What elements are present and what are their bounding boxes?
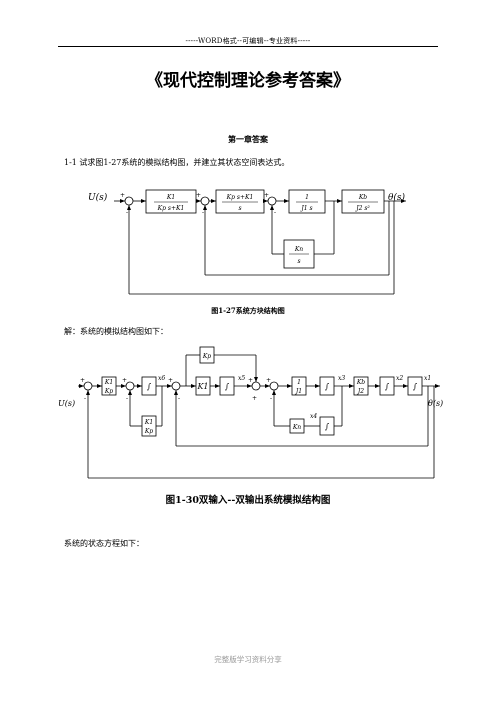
integral-5: ∫ <box>413 382 418 391</box>
block-4 <box>341 189 385 214</box>
state-x4: x4 <box>310 413 317 420</box>
state-x3: x3 <box>338 375 345 382</box>
gain-first-num: K1 <box>104 379 113 386</box>
block-1-num: K1 <box>166 194 175 201</box>
svg-text:+: + <box>80 377 85 384</box>
block-4-den: J2 s² <box>354 205 370 212</box>
sign-minus-2: - <box>202 209 204 216</box>
gain-kn-label: Kn <box>292 424 301 431</box>
svg-text:+: + <box>248 377 253 384</box>
state-x2: x2 <box>396 375 403 382</box>
header-divider <box>58 46 438 47</box>
sign-plus-2: + <box>196 192 201 199</box>
figure-2-simulation-diagram: U(s) θ(s) x6 x5 x3 x2 x1 x4 Kp K1 K1 Kp … <box>58 346 443 479</box>
document-title: 《现代控制理论参考答案》 <box>146 71 350 91</box>
sign-plus-3: + <box>264 192 269 199</box>
integral-2: ∫ <box>225 382 230 391</box>
gain-j1-num: 1 <box>297 379 301 386</box>
figure-1-block-diagram: U(s) θ(s) K1 Kp s+K1 Kp s+K1 s 1 J1 s Kb… <box>88 189 406 295</box>
sign-plus-1: + <box>120 192 125 199</box>
block-2-den: s <box>238 205 241 212</box>
fig2-input-label: U(s) <box>58 399 75 408</box>
gain-j2-den: J2 <box>356 388 364 395</box>
summing-junction-3 <box>267 196 277 206</box>
fig1-output-label: θ(s) <box>388 192 406 203</box>
fig1-input-label: U(s) <box>88 192 108 203</box>
page-header: -----WORD格式--可编辑--专业资料----- <box>185 37 311 45</box>
feedback-block-num: Kn <box>294 246 303 253</box>
gain-kp-label: Kp <box>202 353 211 360</box>
block-1-den: Kp s+K1 <box>157 205 185 212</box>
integral-4: ∫ <box>385 382 390 391</box>
block-3-num: 1 <box>305 194 309 201</box>
svg-text:-: - <box>270 395 272 402</box>
svg-text:-: - <box>84 395 86 402</box>
block-3 <box>288 189 326 214</box>
state-equation-intro: 系统的状态方程如下： <box>64 539 144 548</box>
gain-j1-den: J1 <box>294 388 302 395</box>
summing-junction-2 <box>200 196 210 206</box>
integral-1: ∫ <box>147 382 152 391</box>
integral-6: ∫ <box>325 422 330 431</box>
sign-minus-3: - <box>274 209 276 216</box>
gain-first-den: Kp <box>104 388 113 395</box>
gain-fb-num: K1 <box>144 419 153 426</box>
fig2-output-label: θ(s) <box>428 399 443 408</box>
svg-text:+: + <box>252 395 257 402</box>
figure-1-caption: 图1-27系统方块结构图 <box>211 306 285 315</box>
chapter-title: 第一章答案 <box>228 134 268 144</box>
gain-j2-num: Kb <box>356 379 365 386</box>
svg-text:-: - <box>126 395 128 402</box>
block-3-den: J1 s <box>299 205 312 212</box>
figure-2-caption: 图1-30双输入--双输出系统模拟结构图 <box>165 495 331 506</box>
state-x6: x6 <box>158 375 165 382</box>
sign-minus-1: - <box>126 209 128 216</box>
problem-statement: 1-1 试求图1-27系统的模拟结构图，并建立其状态空间表达式。 <box>64 158 290 167</box>
block-4-num: Kb <box>358 194 367 201</box>
gain-k1-label: K1 <box>196 382 208 391</box>
svg-text:-: - <box>178 395 180 402</box>
solution-text: 解：系统的模拟结构图如下： <box>64 327 168 336</box>
state-x1: x1 <box>424 375 431 382</box>
svg-text:+: + <box>122 377 127 384</box>
gain-fb-den: Kp <box>144 428 153 435</box>
state-x5: x5 <box>238 375 245 382</box>
svg-text:+: + <box>168 377 173 384</box>
svg-text:+: + <box>266 377 271 384</box>
summing-junction-1 <box>124 196 134 206</box>
integral-3: ∫ <box>325 382 330 391</box>
block-2-num: Kp s+K1 <box>226 194 254 201</box>
feedback-block-den: s <box>297 258 300 265</box>
page-footer: 完整版学习资料分享 <box>214 655 282 664</box>
